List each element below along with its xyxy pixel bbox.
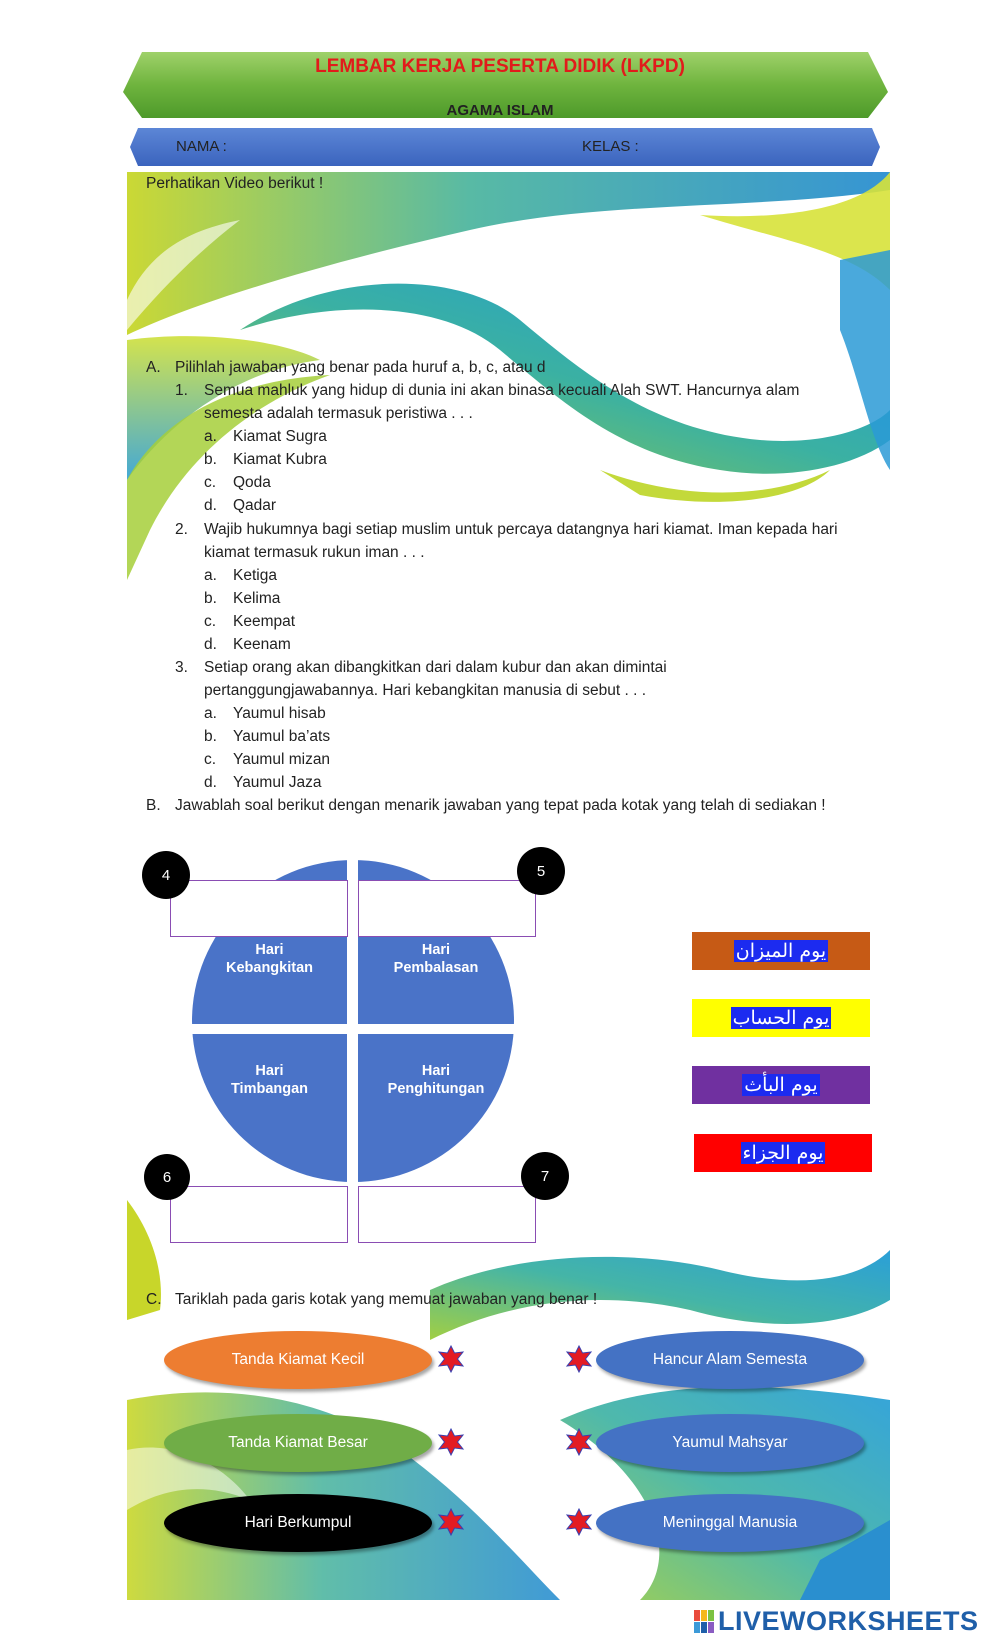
match-left-kiamat-besar[interactable]: Tanda Kiamat Besar: [164, 1414, 432, 1472]
choice-tile-hisab[interactable]: يوم الحساب: [692, 999, 870, 1037]
number-badge-5: 5: [517, 847, 565, 895]
name-label: NAMA :: [176, 138, 227, 155]
brand-name: LIVEWORKSHEETS: [718, 1606, 979, 1636]
answer-box-7[interactable]: [358, 1186, 536, 1243]
question-text: Semua mahluk yang hidup di dunia ini aka…: [204, 382, 800, 399]
choice-tile-jaza[interactable]: يوم الجزاء: [694, 1134, 872, 1172]
star-connector-icon[interactable]: [437, 1345, 465, 1373]
subject-title: AGAMA ISLAM: [446, 102, 554, 119]
star-connector-icon[interactable]: [565, 1345, 593, 1373]
choice-tile-mizan[interactable]: يوم الميزان: [692, 932, 870, 970]
match-right-yaumul-mahsyar[interactable]: Yaumul Mahsyar: [596, 1414, 864, 1472]
worksheet-title: LEMBAR KERJA PESERTA DIDIK (LKPD): [315, 56, 685, 77]
question-text: Setiap orang akan dibangkitkan dari dala…: [204, 659, 667, 676]
option-letter: c.: [204, 751, 217, 768]
option-text[interactable]: Yaumul hisab: [233, 705, 326, 722]
quadrant-label: Penghitungan: [387, 1081, 485, 1097]
option-text[interactable]: Yaumul ba’ats: [233, 728, 331, 745]
match-label: Hancur Alam Semesta: [652, 1351, 808, 1368]
class-label: KELAS :: [582, 138, 639, 155]
question-number: 1.: [175, 382, 188, 399]
option-letter: b.: [204, 590, 217, 607]
number-badge-6: 6: [144, 1154, 190, 1200]
option-text[interactable]: Keenam: [233, 636, 291, 653]
option-text[interactable]: Kiamat Kubra: [233, 451, 327, 468]
option-letter: c.: [204, 613, 217, 630]
option-letter: a.: [204, 705, 217, 722]
option-text[interactable]: Keempat: [233, 613, 296, 630]
star-connector-icon[interactable]: [565, 1428, 593, 1456]
match-right-hancur-alam[interactable]: Hancur Alam Semesta: [596, 1331, 864, 1389]
star-connector-icon[interactable]: [565, 1508, 593, 1536]
option-text[interactable]: Kelima: [233, 590, 281, 607]
section-b-marker: B.: [146, 797, 161, 814]
choice-text: يوم الميزان: [733, 940, 829, 962]
number-badge-4: 4: [142, 851, 190, 899]
match-left-kiamat-kecil[interactable]: Tanda Kiamat Kecil: [164, 1331, 432, 1389]
star-connector-icon[interactable]: [437, 1508, 465, 1536]
option-text[interactable]: Kiamat Sugra: [233, 428, 327, 445]
question-text: kiamat termasuk rukun iman . . .: [204, 544, 425, 561]
match-label: Tanda Kiamat Besar: [228, 1434, 368, 1451]
option-text[interactable]: Yaumul mizan: [233, 751, 331, 768]
match-label: Yaumul Mahsyar: [672, 1434, 788, 1451]
question-text: pertanggungjawabannya. Hari kebangkitan …: [204, 682, 647, 699]
question-text: Wajib hukumnya bagi setiap muslim untuk …: [204, 521, 838, 538]
choice-text: يوم البأث: [742, 1074, 820, 1096]
quadrant-label: Hari: [255, 1063, 284, 1079]
section-c-instruction: Tariklah pada garis kotak yang memuat ja…: [175, 1291, 598, 1308]
match-right-meninggal-manusia[interactable]: Meninggal Manusia: [596, 1494, 864, 1552]
quadrant-label: Kebangkitan: [225, 960, 313, 976]
option-letter: d.: [204, 774, 217, 791]
match-label: Tanda Kiamat Kecil: [231, 1351, 365, 1368]
answer-box-5[interactable]: [358, 880, 536, 937]
match-label: Meninggal Manusia: [662, 1514, 798, 1531]
question-number: 3.: [175, 659, 188, 676]
intro-text: Perhatikan Video berikut !: [146, 175, 324, 192]
quadrant-label: Timbangan: [230, 1081, 309, 1097]
quadrant-label: Hari: [255, 942, 284, 958]
choice-tile-baats[interactable]: يوم البأث: [692, 1066, 870, 1104]
star-connector-icon[interactable]: [437, 1428, 465, 1456]
option-text[interactable]: Yaumul Jaza: [233, 774, 322, 791]
choice-text: يوم الجزاء: [740, 1142, 826, 1164]
option-letter: a.: [204, 428, 217, 445]
quadrant-label: Pembalasan: [393, 960, 479, 976]
option-letter: a.: [204, 567, 217, 584]
option-letter: d.: [204, 497, 217, 514]
section-b-instruction: Jawablah soal berikut dengan menarik jaw…: [175, 797, 826, 814]
option-text[interactable]: Ketiga: [233, 567, 277, 584]
match-left-hari-berkumpul[interactable]: Hari Berkumpul: [164, 1494, 432, 1552]
answer-box-6[interactable]: [170, 1186, 348, 1243]
number-badge-7: 7: [521, 1152, 569, 1200]
answer-box-4[interactable]: [170, 880, 348, 937]
section-a-marker: A.: [146, 359, 161, 376]
option-letter: b.: [204, 451, 217, 468]
match-label: Hari Berkumpul: [244, 1514, 352, 1531]
logo-mark-icon: [694, 1609, 716, 1635]
section-a-instruction: Pilihlah jawaban yang benar pada huruf a…: [175, 359, 546, 376]
option-letter: c.: [204, 474, 217, 491]
option-letter: d.: [204, 636, 217, 653]
quadrant-label: Hari: [421, 1063, 451, 1079]
option-letter: b.: [204, 728, 217, 745]
option-text[interactable]: Qoda: [233, 474, 271, 491]
option-text[interactable]: Qadar: [233, 497, 277, 514]
question-text: semesta adalah termasuk peristiwa . . .: [204, 405, 473, 422]
question-number: 2.: [175, 521, 188, 538]
liveworksheets-logo: LIVEWORKSHEETS: [694, 1606, 979, 1637]
section-c-marker: C.: [146, 1291, 162, 1308]
choice-text: يوم الحساب: [730, 1007, 832, 1029]
quadrant-label: Hari: [421, 942, 451, 958]
